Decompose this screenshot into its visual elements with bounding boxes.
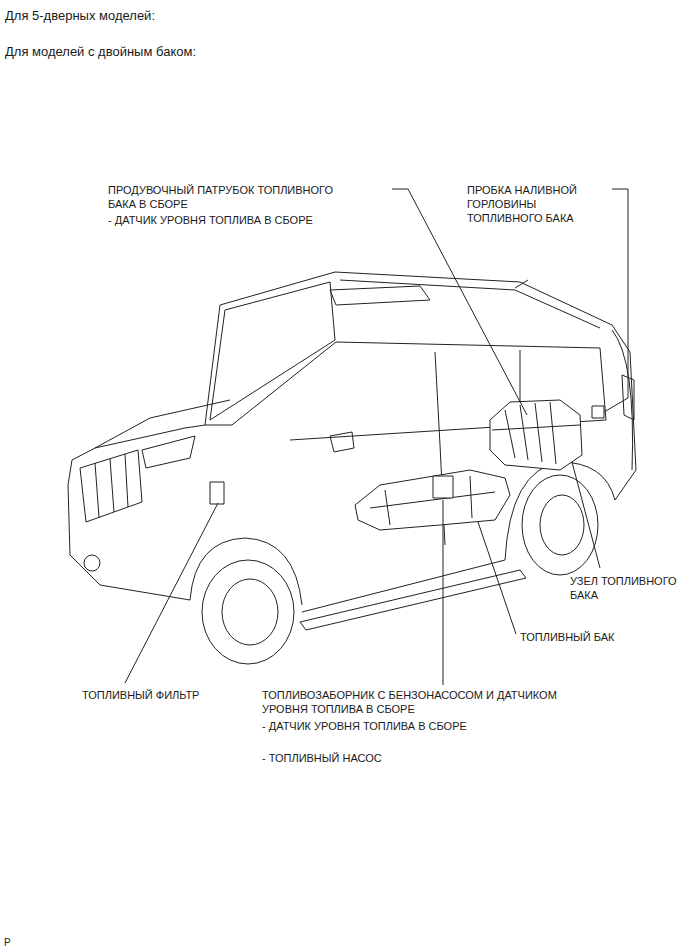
main-fuel-tank <box>355 470 510 530</box>
tank-detail <box>370 476 495 525</box>
headlight <box>142 436 195 468</box>
section-heading: Для моделей с двойным баком: <box>5 44 196 60</box>
tank-ridges <box>492 402 580 464</box>
part-label: ТОПЛИВНЫЙ ФИЛЬТР <box>82 688 199 702</box>
section-heading: Для 5-дверных моделей: <box>5 8 155 24</box>
part-label: - ДАТЧИК УРОВНЯ ТОПЛИВА В СБОРЕ <box>262 719 467 733</box>
part-label: ПРОДУВОЧНЫЙ ПАТРУБОК ТОПЛИВНОГО БАКА В С… <box>108 183 353 211</box>
rocker-panel <box>302 560 505 612</box>
rear-pillar <box>612 330 633 470</box>
part-label: УЗЕЛ ТОПЛИВНОГО БАКА <box>570 574 684 602</box>
rear-wheel <box>522 475 598 575</box>
hood-line <box>95 400 230 448</box>
fuel-filter <box>210 482 224 504</box>
body-outline <box>68 425 232 485</box>
front-wheel <box>202 560 294 664</box>
front-wheel-arch <box>190 538 302 605</box>
fuel-cap <box>592 406 604 418</box>
part-label: ПРОБКА НАЛИВНОЙ ГОРЛОВИНЫ ТОПЛИВНОГО БАК… <box>467 183 597 225</box>
body-outline <box>68 485 190 600</box>
leader-line <box>478 522 516 634</box>
body-outline <box>205 272 636 500</box>
part-label: - ТОПЛИВНЫЙ НАСОС <box>262 751 382 765</box>
fuel-pump-unit <box>433 476 453 498</box>
part-label: ТОПЛИВОЗАБОРНИК С БЕНЗОНАСОСОМ И ДАТЧИКО… <box>262 688 582 716</box>
side-step <box>300 570 526 630</box>
part-label: ТОПЛИВНЫЙ БАК <box>520 630 615 644</box>
antenna <box>515 280 528 288</box>
leader-line <box>604 189 628 412</box>
grille <box>80 450 142 522</box>
part-label: - ДАТЧИК УРОВНЯ ТОПЛИВА В СБОРЕ <box>108 213 313 227</box>
roof-rail <box>340 280 600 328</box>
rear-fuel-tank <box>490 400 582 470</box>
part-label: P <box>4 936 11 949</box>
fog-light <box>84 555 100 571</box>
windshield <box>210 282 335 420</box>
leader-line <box>572 462 600 568</box>
rear-wheel-arch <box>505 462 615 560</box>
leader-line <box>443 500 444 685</box>
mirror <box>330 432 354 452</box>
rear-wheel-rim <box>540 495 584 555</box>
leader-line <box>125 503 218 683</box>
sunroof <box>330 286 430 305</box>
front-wheel-rim <box>222 579 278 645</box>
